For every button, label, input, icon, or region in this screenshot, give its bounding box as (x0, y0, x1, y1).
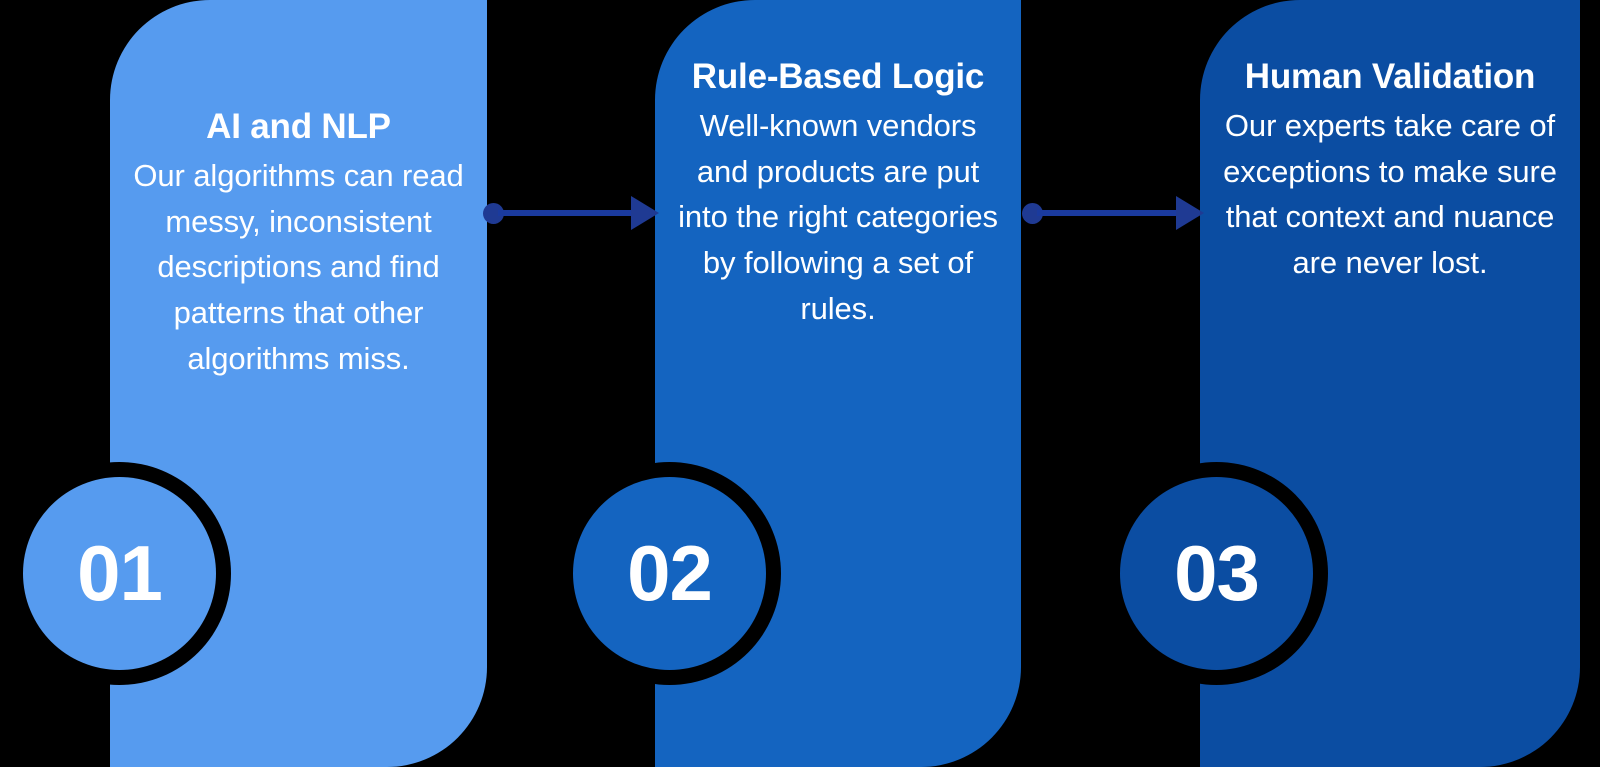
arrow-right-icon-2 (1176, 196, 1204, 230)
connector-line-2 (1037, 210, 1178, 216)
arrow-right-icon-1 (631, 196, 659, 230)
connector-arrow-1 (483, 196, 659, 230)
step-description-3: Our experts take care of exceptions to m… (1223, 107, 1557, 281)
step-title-1: AI and NLP (206, 107, 391, 146)
step-number-badge-1: 01 (23, 477, 216, 670)
step-number-badge-3: 03 (1120, 477, 1313, 670)
connector-arrow-2 (1022, 196, 1204, 230)
step-title-2: Rule-Based Logic (691, 57, 985, 96)
step-description-2: Well-known vendors and products are put … (678, 107, 998, 327)
step-number-badge-2: 02 (573, 477, 766, 670)
connector-dot-icon-2 (1022, 203, 1043, 224)
connector-dot-icon-1 (483, 203, 504, 224)
connector-line-1 (498, 210, 633, 216)
step-title-3: Human Validation (1244, 57, 1536, 96)
step-description-1: Our algorithms can read messy, inconsist… (133, 157, 464, 377)
